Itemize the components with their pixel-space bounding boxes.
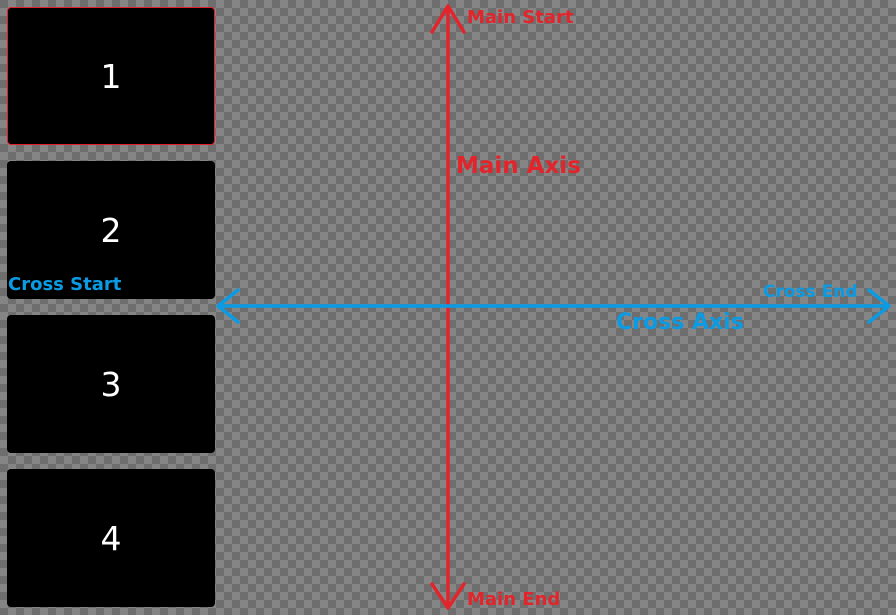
main-start-arrowhead <box>430 4 466 34</box>
main-start-label: Main Start <box>467 7 574 28</box>
main-end-arrowhead <box>430 582 466 610</box>
cross-start-arrowhead <box>216 288 240 324</box>
flex-item-4[interactable]: 4 <box>7 469 215 607</box>
cross-end-arrowhead <box>867 288 891 324</box>
main-end-label: Main End <box>467 589 561 610</box>
main-axis-title: Main Axis <box>456 153 581 179</box>
cross-axis-title: Cross Axis <box>616 310 744 335</box>
cross-end-label: Cross End <box>763 282 858 302</box>
flex-item-3[interactable]: 3 <box>7 315 215 453</box>
flex-item-2[interactable]: 2 <box>7 161 215 299</box>
flex-item-1[interactable]: 1 <box>7 7 215 145</box>
cross-start-label: Cross Start <box>8 274 122 295</box>
